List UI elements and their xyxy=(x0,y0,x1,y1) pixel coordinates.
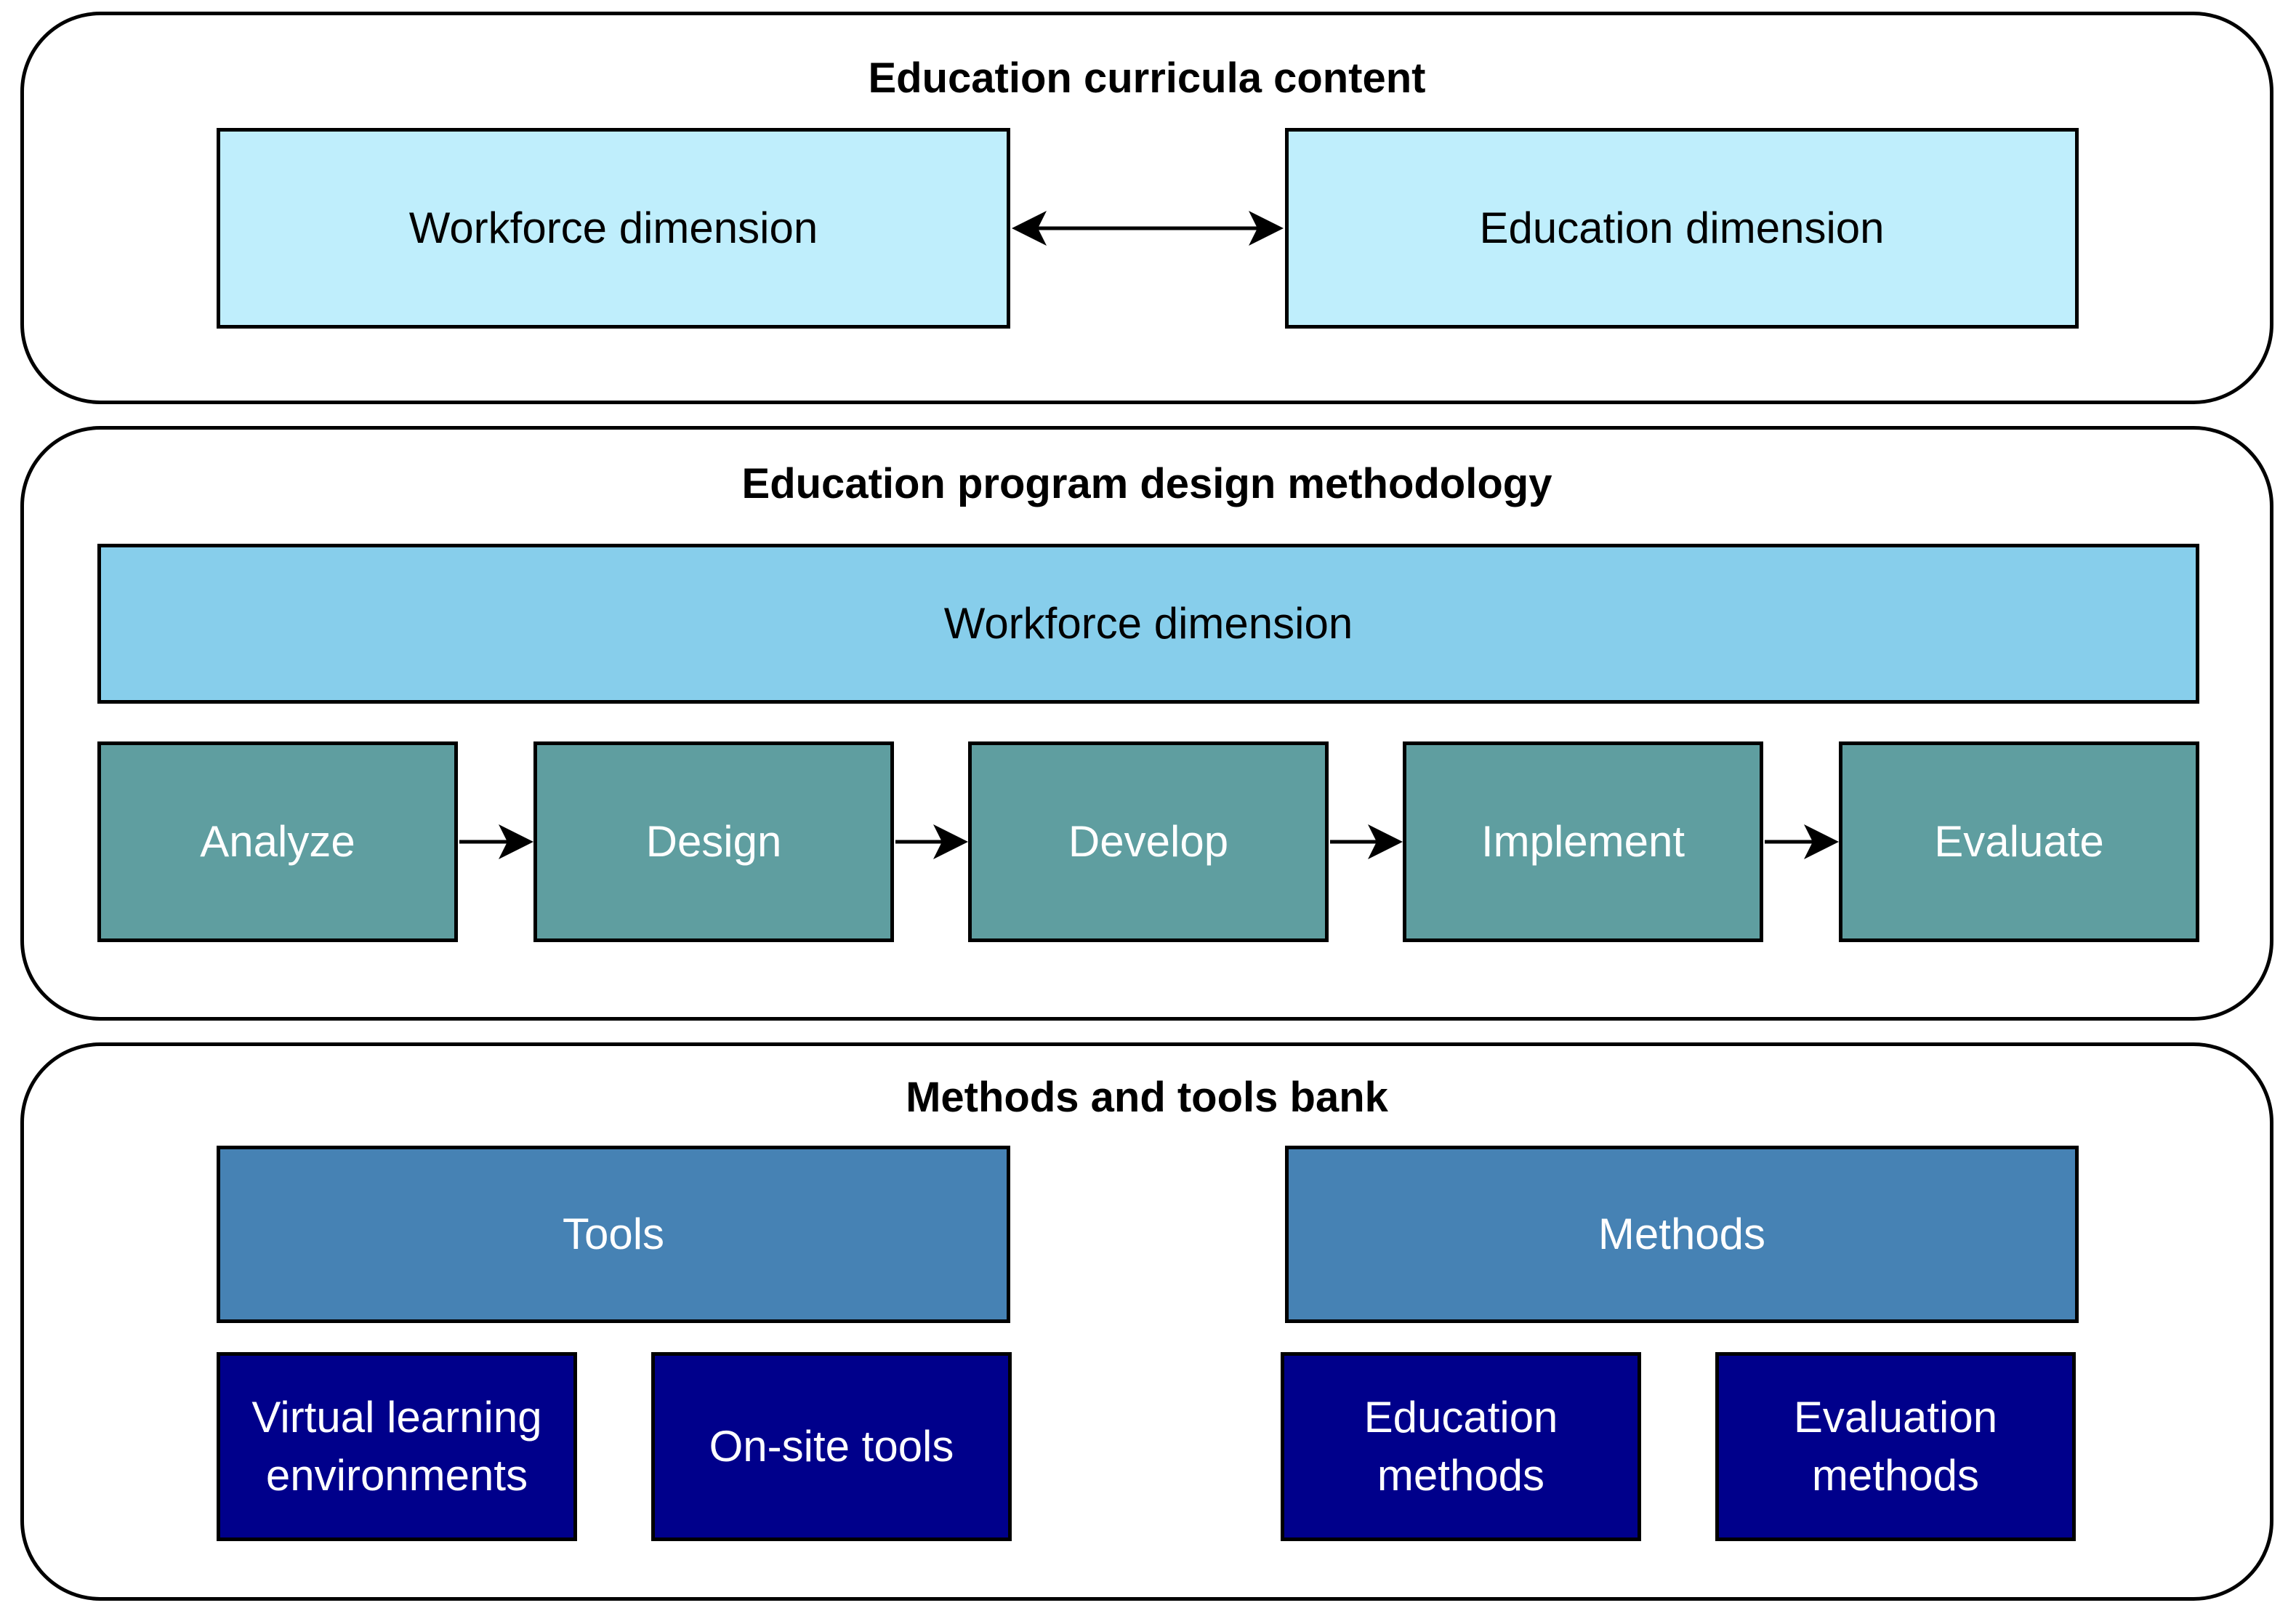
step-evaluate: Evaluate xyxy=(1839,741,2199,942)
curricula-education-box: Education dimension xyxy=(1285,128,2079,329)
tool-virtual-learning-box: Virtual learning environments xyxy=(217,1352,577,1541)
method-evaluation-label: Evaluation methods xyxy=(1793,1393,1998,1500)
step-analyze: Analyze xyxy=(97,741,458,942)
methodology-workforce-label: Workforce dimension xyxy=(943,599,1353,648)
curricula-workforce-label: Workforce dimension xyxy=(408,204,818,252)
step-design: Design xyxy=(533,741,894,942)
step-implement: Implement xyxy=(1403,741,1763,942)
step-develop-label: Develop xyxy=(1068,817,1229,866)
methodology-panel-title: Education program design methodology xyxy=(741,460,1552,507)
tools-header-box: Tools xyxy=(217,1146,1010,1323)
step-implement-label: Implement xyxy=(1481,817,1685,866)
curricula-education-label: Education dimension xyxy=(1479,204,1885,252)
methods-header-label: Methods xyxy=(1598,1210,1766,1258)
tools-header-label: Tools xyxy=(562,1210,665,1258)
tool-on-site-label: On-site tools xyxy=(709,1422,954,1471)
curricula-panel-title: Education curricula content xyxy=(868,55,1426,102)
methods-header-box: Methods xyxy=(1285,1146,2079,1323)
curricula-workforce-box: Workforce dimension xyxy=(217,128,1010,329)
step-design-label: Design xyxy=(645,817,782,866)
step-develop: Develop xyxy=(968,741,1329,942)
tool-on-site-box: On-site tools xyxy=(651,1352,1012,1541)
method-evaluation-box: Evaluation methods xyxy=(1715,1352,2076,1541)
step-analyze-label: Analyze xyxy=(200,817,355,866)
tool-virtual-learning-label: Virtual learning environments xyxy=(251,1393,542,1500)
methodology-workforce-bar: Workforce dimension xyxy=(97,544,2199,704)
method-education-box: Education methods xyxy=(1281,1352,1641,1541)
step-evaluate-label: Evaluate xyxy=(1934,817,2104,866)
bank-panel-title: Methods and tools bank xyxy=(906,1074,1388,1121)
method-education-label: Education methods xyxy=(1363,1393,1558,1500)
